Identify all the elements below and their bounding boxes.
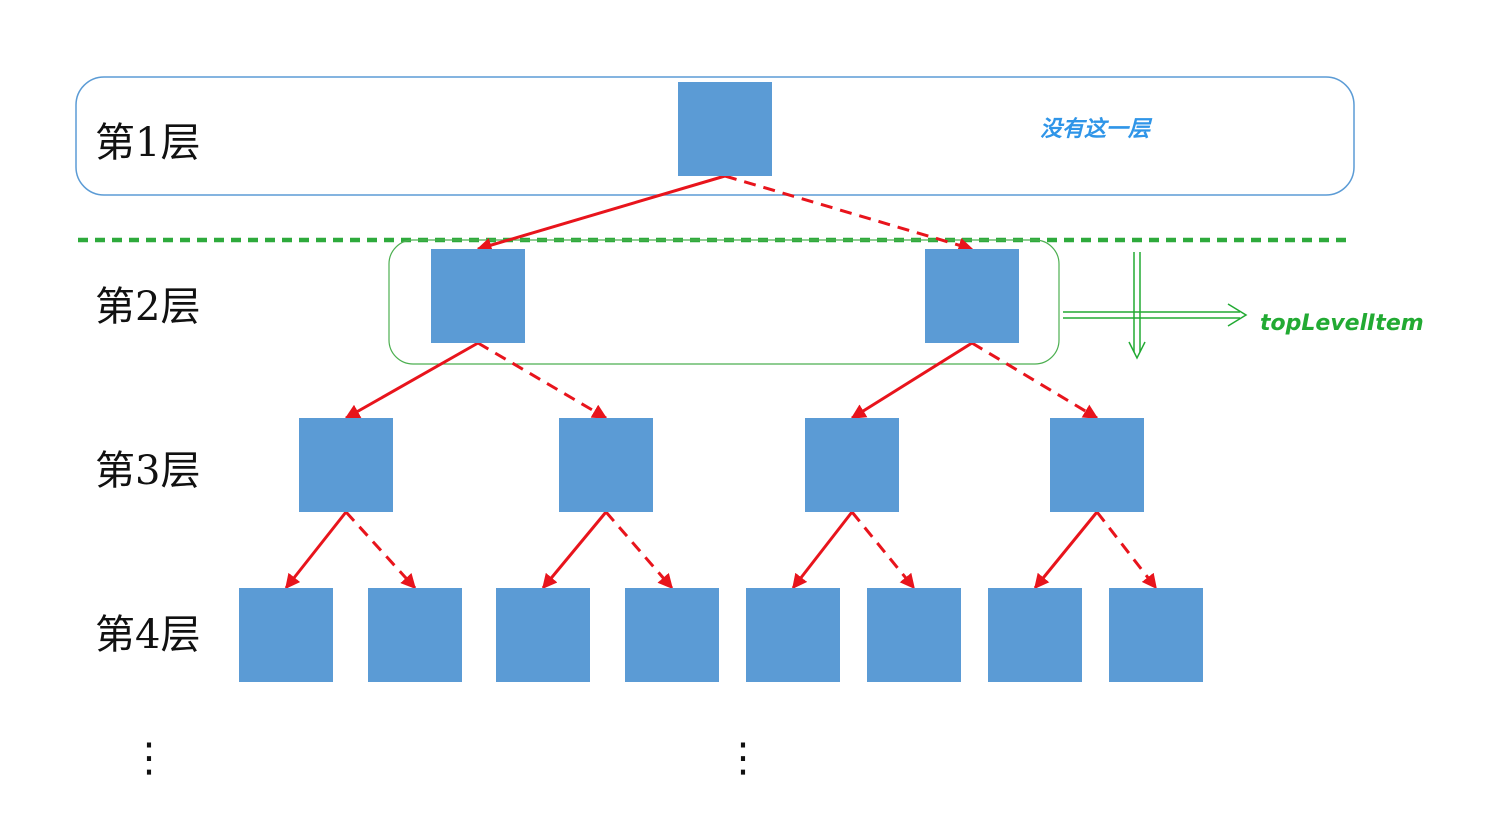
tree-node-n2b xyxy=(925,249,1019,343)
tree-edges xyxy=(284,174,1158,590)
tree-node-n4f xyxy=(867,588,961,682)
tree-nodes xyxy=(239,82,1203,682)
right-child-arrow-5 xyxy=(971,341,1099,420)
tree-node-n2a xyxy=(431,249,525,343)
right-child-arrow-1 xyxy=(724,174,974,253)
right-child-arrow-9 xyxy=(604,511,674,590)
right-child-arrow-13 xyxy=(1095,511,1158,590)
left-child-arrow-8 xyxy=(541,511,608,590)
tree-node-n3a xyxy=(299,418,393,512)
tree-node-n4h xyxy=(1109,588,1203,682)
tree-node-n3c xyxy=(805,418,899,512)
left-child-arrow-6 xyxy=(284,511,348,590)
level2-frame xyxy=(388,239,1060,365)
left-child-arrow-2 xyxy=(344,341,479,420)
left-child-arrow-10 xyxy=(791,511,854,590)
ellipsis-left: ⋮ xyxy=(129,735,169,781)
right-child-arrow-3 xyxy=(477,341,608,420)
tree-node-n4a xyxy=(239,588,333,682)
level-label-1: 第1层 xyxy=(95,120,200,166)
tree-node-n3b xyxy=(559,418,653,512)
left-child-arrow-0 xyxy=(476,174,726,253)
tree-node-n4b xyxy=(368,588,462,682)
tree-node-n4c xyxy=(496,588,590,682)
level-label-4: 第4层 xyxy=(95,612,200,658)
pointer-right-arrow xyxy=(1063,303,1248,327)
tree-node-n3d xyxy=(1050,418,1144,512)
level-label-2: 第2层 xyxy=(95,284,200,330)
level-label-3: 第3层 xyxy=(95,448,200,494)
tree-node-n4e xyxy=(746,588,840,682)
ellipsis-center: ⋮ xyxy=(723,735,763,781)
right-child-arrow-7 xyxy=(344,510,417,590)
level2-note: topLevelItem xyxy=(1260,311,1424,336)
left-child-arrow-4 xyxy=(850,341,973,420)
tree-node-n4d xyxy=(625,588,719,682)
tree-node-n1 xyxy=(678,82,772,176)
left-child-arrow-12 xyxy=(1033,511,1099,590)
pointer-down-arrow xyxy=(1128,252,1146,360)
level1-frame xyxy=(75,76,1355,196)
tree-node-n4g xyxy=(988,588,1082,682)
level1-note: 没有这一层 xyxy=(1040,116,1153,142)
right-child-arrow-11 xyxy=(850,511,916,590)
